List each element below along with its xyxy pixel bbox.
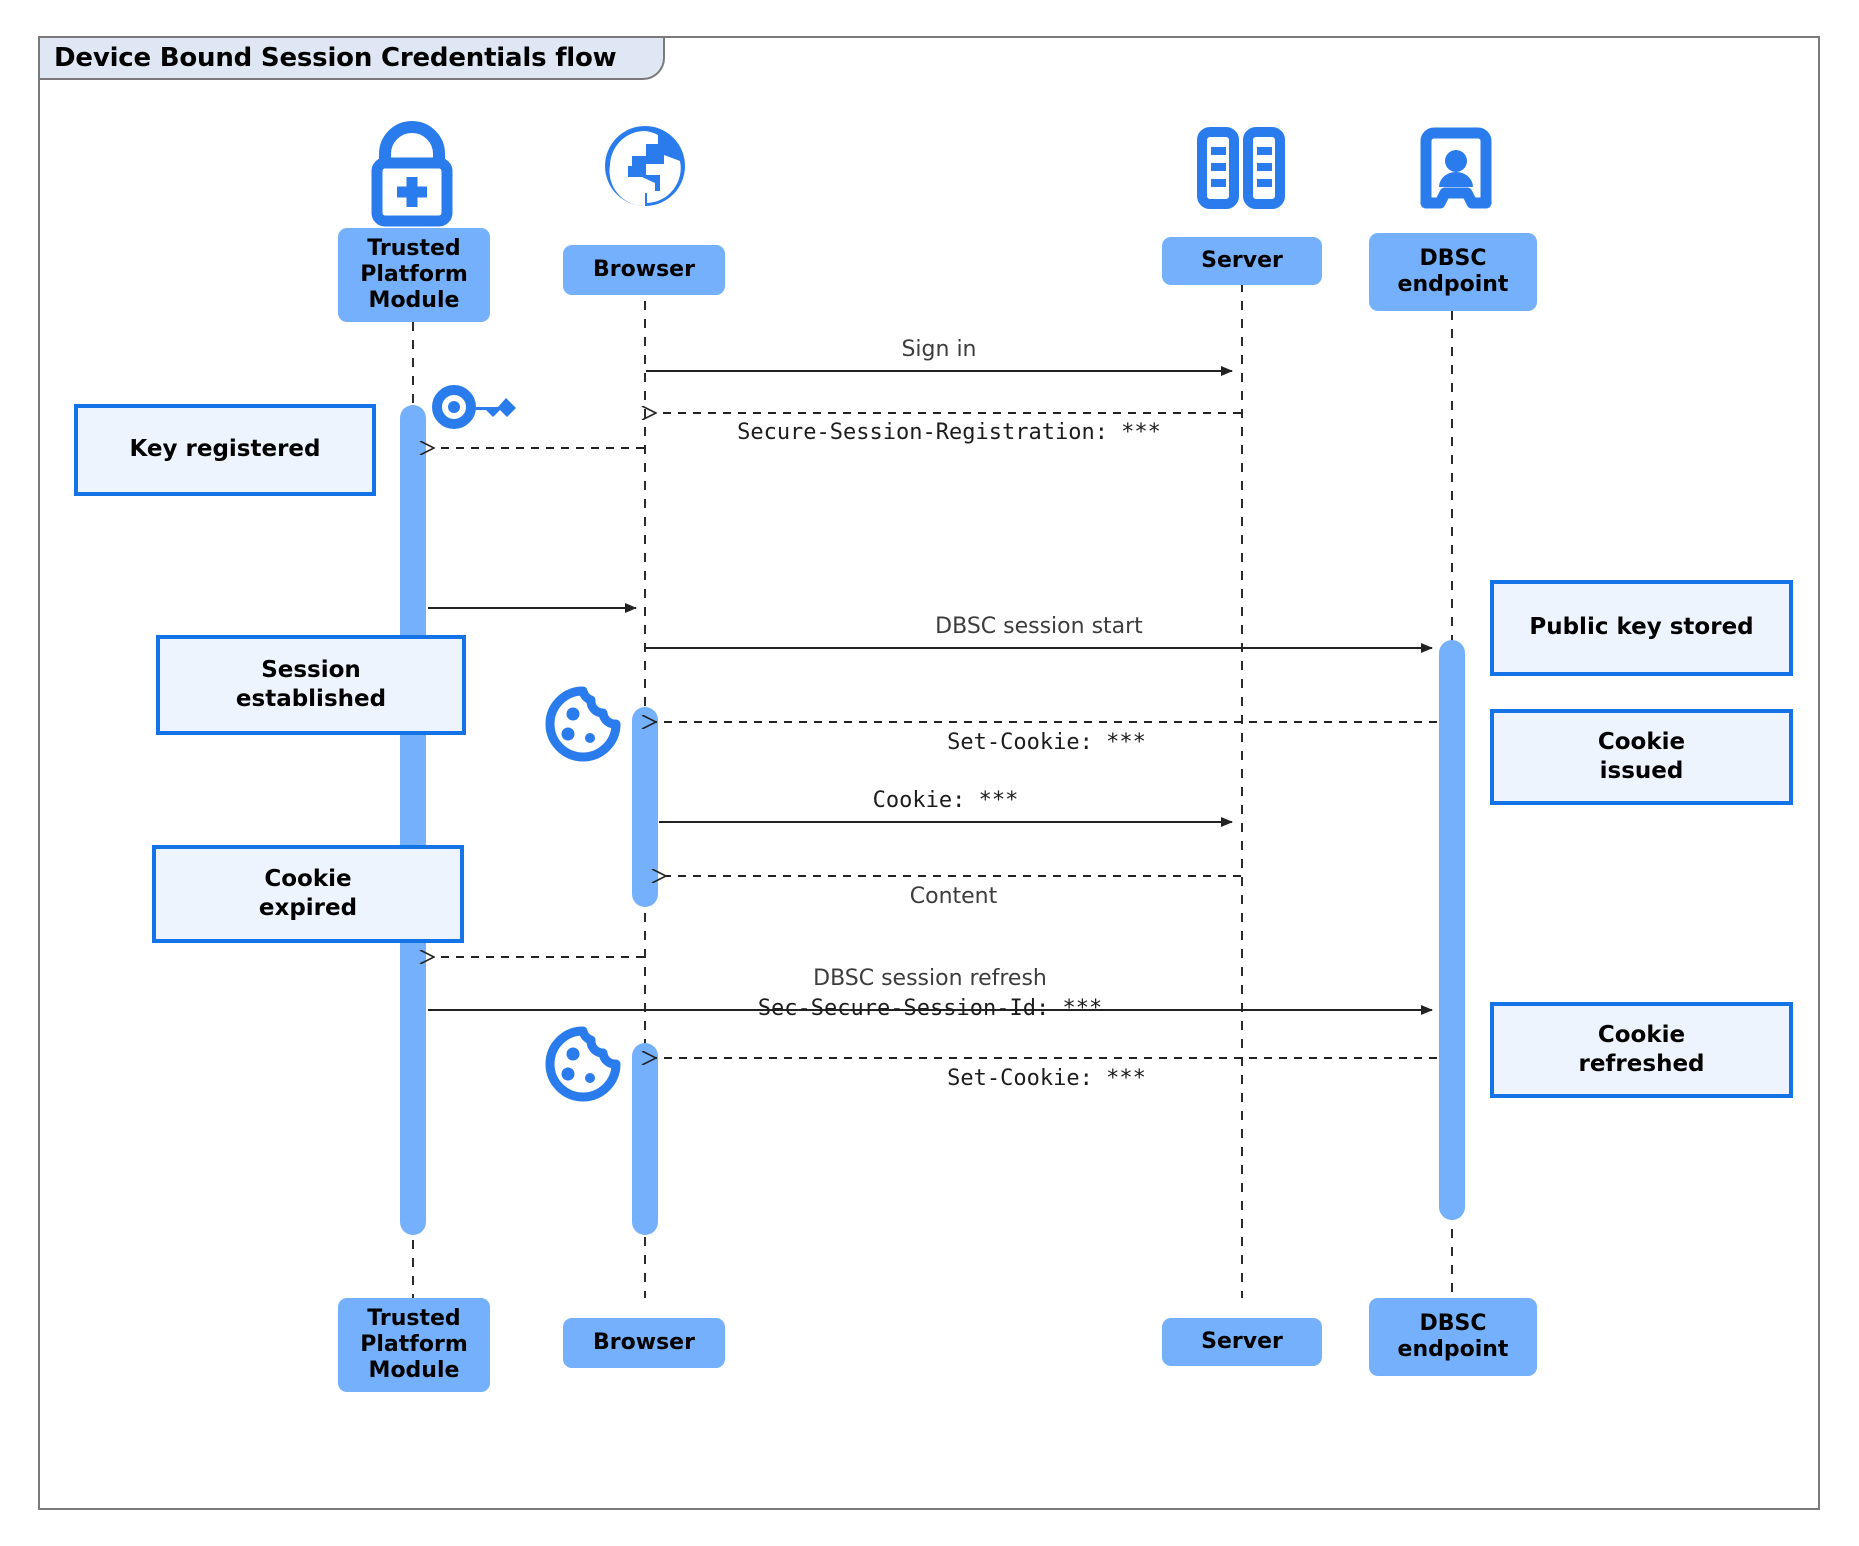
note-cookie-refreshed-text: Cookie refreshed: [1578, 1021, 1705, 1077]
note-session-established: Session established: [156, 635, 466, 735]
participant-head-dbsc-label: DBSC endpoint: [1397, 246, 1509, 297]
participant-head-tpm[interactable]: Trusted Platform Module: [338, 228, 490, 322]
cookie-icon: [545, 1026, 621, 1102]
globe-icon: [605, 126, 685, 207]
message-label-set-cookie-1: Set-Cookie: ***: [947, 730, 1146, 755]
message-label-cookie: Cookie: ***: [872, 788, 1019, 813]
note-cookie-issued: Cookie issued: [1490, 709, 1793, 805]
participant-head-tpm-label: Trusted Platform Module: [360, 236, 468, 313]
participant-foot-dbsc-label: DBSC endpoint: [1397, 1311, 1509, 1362]
participant-foot-tpm-label: Trusted Platform Module: [360, 1306, 468, 1383]
participant-head-server-label: Server: [1201, 248, 1283, 274]
note-key-registered-text: Key registered: [129, 436, 321, 463]
participant-foot-browser[interactable]: Browser: [563, 1318, 725, 1368]
message-label-set-cookie-2: Set-Cookie: ***: [947, 1066, 1146, 1091]
note-cookie-issued-text: Cookie issued: [1597, 728, 1686, 784]
note-public-key-stored-text: Public key stored: [1529, 614, 1754, 641]
participant-head-dbsc[interactable]: DBSC endpoint: [1369, 233, 1537, 311]
server-rack-icon: [1197, 127, 1285, 209]
participant-foot-dbsc[interactable]: DBSC endpoint: [1369, 1298, 1537, 1376]
message-label-secure-session-registration: Secure-Session-Registration: ***: [737, 420, 1161, 445]
diagram-title: Device Bound Session Credentials flow: [40, 38, 665, 80]
message-arrows: [428, 366, 1437, 1058]
participant-foot-server[interactable]: Server: [1162, 1318, 1322, 1366]
message-label-sign-in: Sign in: [901, 337, 977, 362]
participant-foot-server-label: Server: [1201, 1329, 1283, 1355]
participant-head-browser[interactable]: Browser: [563, 245, 725, 295]
participant-foot-tpm[interactable]: Trusted Platform Module: [338, 1298, 490, 1392]
note-session-established-text: Session established: [235, 656, 387, 712]
note-cookie-expired: Cookie expired: [152, 845, 464, 943]
message-label-content: Content: [909, 884, 998, 909]
participant-head-browser-label: Browser: [593, 257, 695, 283]
message-label-dbsc-session-start: DBSC session start: [935, 614, 1143, 639]
participant-head-server[interactable]: Server: [1162, 237, 1322, 285]
id-badge-icon: [1420, 127, 1492, 209]
cookie-icon: [545, 686, 621, 762]
message-label-dbsc-session-refresh: DBSC session refresh: [813, 966, 1047, 991]
participant-foot-browser-label: Browser: [593, 1330, 695, 1356]
padlock-plus-icon: [371, 121, 453, 227]
note-cookie-refreshed: Cookie refreshed: [1490, 1002, 1793, 1098]
note-public-key-stored: Public key stored: [1490, 580, 1793, 676]
note-cookie-expired-text: Cookie expired: [258, 865, 358, 921]
activation-bars: [400, 405, 1465, 1235]
key-icon: [432, 385, 516, 429]
message-label-sec-secure-session-id: Sec-Secure-Session-Id: ***: [757, 996, 1103, 1021]
note-key-registered: Key registered: [74, 404, 376, 496]
